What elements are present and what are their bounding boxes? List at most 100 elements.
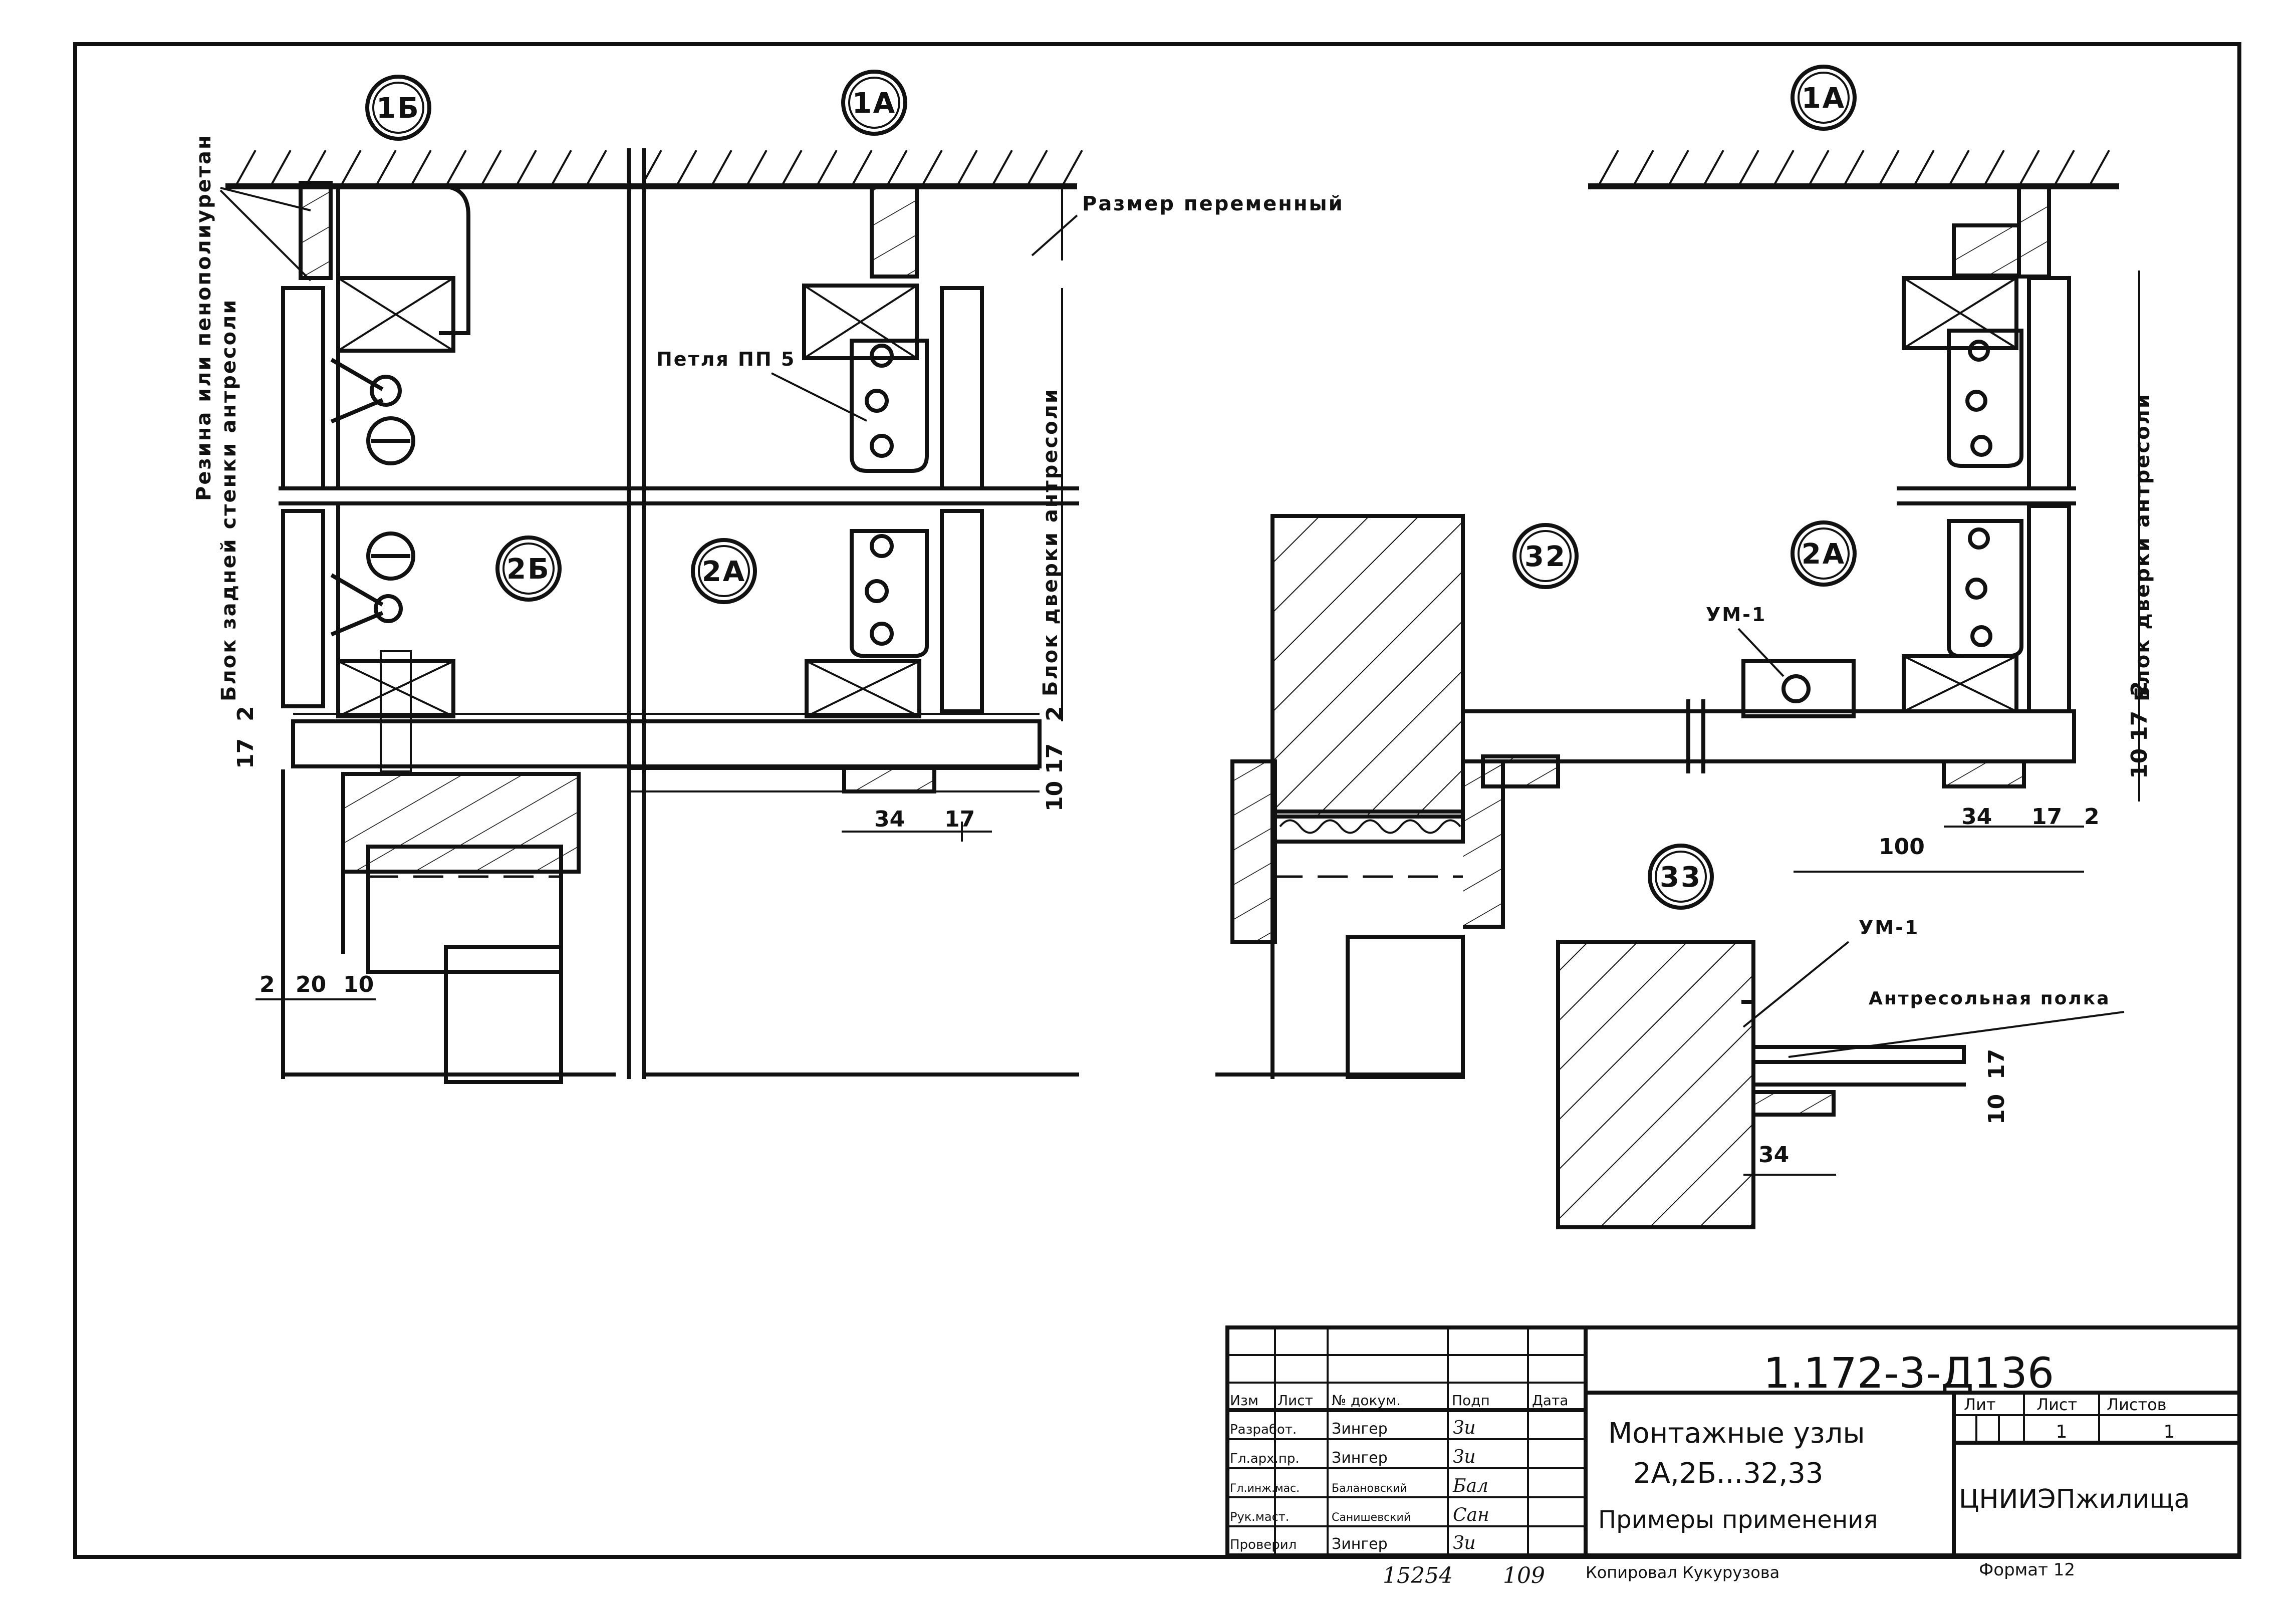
signature-rows: Разработ. Зингер Зи Гл.арх.пр. Зингер Зи… <box>1230 1418 1489 1553</box>
svg-text:№ докум.: № докум. <box>1332 1392 1401 1409</box>
frame-32 <box>1346 935 1465 1079</box>
svg-text:Подп: Подп <box>1452 1392 1490 1409</box>
callout-2a-left: 2А <box>691 538 757 604</box>
doc-code: 1.172-3-Д136 <box>1763 1349 2055 1398</box>
svg-text:17: 17 <box>1984 1049 2009 1080</box>
door-panel-1a <box>940 286 984 490</box>
sheet-frame <box>73 42 2241 1559</box>
label-hinge: Петля ПП 5 <box>656 348 796 370</box>
callout-32: 32 <box>1512 523 1579 589</box>
svg-text:Гл.арх.пр.: Гл.арх.пр. <box>1230 1451 1300 1466</box>
svg-text:Зи: Зи <box>1453 1533 1476 1553</box>
screw-2b-1 <box>366 531 415 581</box>
rubber-1a <box>870 184 919 279</box>
svg-text:17: 17 <box>233 738 259 769</box>
svg-text:17: 17 <box>2031 804 2062 830</box>
svg-text:1: 1 <box>2164 1422 2175 1442</box>
right-assembly: 1А 32 2А 33 УМ-1 УМ-1 Антресольная полка… <box>1215 65 2154 1229</box>
door-panel-2a <box>940 509 984 713</box>
title-line-3: Примеры применения <box>1598 1506 1878 1534</box>
shelf-33 <box>1751 1045 1966 1064</box>
svg-text:Листов: Листов <box>2107 1395 2167 1414</box>
wood-trim-32 <box>1463 759 1505 929</box>
label-rubber: Резина или пенополиуретан <box>192 134 215 501</box>
label-um1-top: УМ-1 <box>1706 604 1766 626</box>
bracket-1b <box>329 184 470 335</box>
screw-1b-2 <box>366 416 415 465</box>
timber-2a-lower <box>805 659 921 718</box>
callout-1a-left: 1А <box>841 70 907 136</box>
svg-text:Балановский: Балановский <box>1332 1482 1407 1495</box>
timber-1a-upper <box>802 284 919 360</box>
label-door-block-left: Блок дверки антресоли <box>1039 388 1062 696</box>
title-line-1: Монтажные узлы <box>1608 1417 1865 1450</box>
door-panel-1a-right <box>2027 276 2071 490</box>
svg-text:2: 2 <box>260 972 275 997</box>
svg-text:Проверил: Проверил <box>1230 1537 1297 1552</box>
svg-text:10: 10 <box>1984 1094 2009 1125</box>
svg-text:Бал: Бал <box>1452 1476 1488 1496</box>
um1-bracket <box>1741 659 1856 718</box>
svg-text:10: 10 <box>343 972 374 997</box>
callout-33: 33 <box>1648 844 1714 910</box>
svg-text:Зингер: Зингер <box>1332 1535 1388 1553</box>
callout-1b: 1Б <box>365 75 431 141</box>
svg-text:1: 1 <box>2056 1422 2068 1442</box>
svg-text:17: 17 <box>1042 743 1068 774</box>
wood-jamb-32 <box>1230 759 1277 944</box>
masonry-wall-32 <box>1270 514 1465 819</box>
screw-2b-2 <box>374 594 403 623</box>
svg-text:100: 100 <box>1879 834 1925 860</box>
svg-text:Лист: Лист <box>1278 1392 1313 1409</box>
rubber-seal <box>299 181 333 280</box>
hinge-2a <box>850 529 929 658</box>
rubber-1a-right <box>2017 184 2051 279</box>
ceiling-hatch-left <box>234 150 1083 187</box>
title-block: 1.172-3-Д136 Монтажные узлы 2А,2Б...32,3… <box>1225 1325 2241 1588</box>
svg-text:2Б: 2Б <box>506 553 551 586</box>
callout-2a-right: 2А <box>1791 520 1857 587</box>
svg-text:Зи: Зи <box>1453 1447 1476 1467</box>
svg-text:34: 34 <box>1758 1142 1789 1168</box>
format-label: Формат 12 <box>1979 1560 2075 1580</box>
hinge-1a <box>850 339 929 473</box>
svg-text:Сан: Сан <box>1453 1505 1489 1525</box>
masonry-wall-33 <box>1556 940 1755 1229</box>
callout-2b: 2Б <box>495 535 562 602</box>
back-wall-panel-lower <box>281 509 325 708</box>
org-name: ЦНИИЭПжилища <box>1959 1484 2190 1514</box>
door-panel-2a-right <box>2027 504 2071 713</box>
svg-text:32: 32 <box>1524 541 1567 573</box>
label-um1-bottom: УМ-1 <box>1859 917 1919 939</box>
svg-text:Зингер: Зингер <box>1332 1420 1388 1438</box>
label-back-block: Блок задней стенки антресоли <box>217 299 240 701</box>
svg-text:2: 2 <box>233 706 259 721</box>
svg-text:Зингер: Зингер <box>1332 1449 1388 1467</box>
archive-number: 15254 <box>1383 1563 1453 1588</box>
sheet-number: 109 <box>1503 1563 1545 1588</box>
svg-text:1Б: 1Б <box>376 92 420 125</box>
svg-text:1А: 1А <box>1802 82 1846 115</box>
wood-rail-below <box>341 772 581 874</box>
lower-panel-inner <box>444 945 563 1084</box>
svg-text:Лист: Лист <box>2036 1395 2077 1414</box>
svg-text:Рук.маст.: Рук.маст. <box>1230 1510 1289 1524</box>
svg-text:2А: 2А <box>702 556 746 588</box>
svg-text:2: 2 <box>1042 706 1068 721</box>
svg-text:34: 34 <box>1961 804 1992 830</box>
svg-text:34: 34 <box>874 807 905 832</box>
bolt-2b <box>380 650 412 772</box>
svg-text:Дата: Дата <box>1532 1392 1569 1409</box>
left-assembly: 1Б 1А 2Б 2А Резина или пенополиуретан Бл… <box>192 70 1343 1084</box>
svg-text:17: 17 <box>944 807 975 832</box>
label-door-block-right: Блок дверки антресоли <box>2131 393 2154 701</box>
timber-1a-right <box>1902 276 2018 350</box>
svg-text:Гл.инж.мас.: Гл.инж.мас. <box>1230 1482 1300 1495</box>
svg-text:20: 20 <box>296 972 326 997</box>
title-line-2: 2А,2Б...32,33 <box>1633 1457 1824 1490</box>
svg-text:10: 10 <box>1042 781 1068 812</box>
svg-text:33: 33 <box>1660 861 1702 894</box>
svg-text:10: 10 <box>2127 748 2152 779</box>
support-2a <box>842 764 936 793</box>
copied-by: Копировал Кукурузова <box>1586 1563 1779 1582</box>
